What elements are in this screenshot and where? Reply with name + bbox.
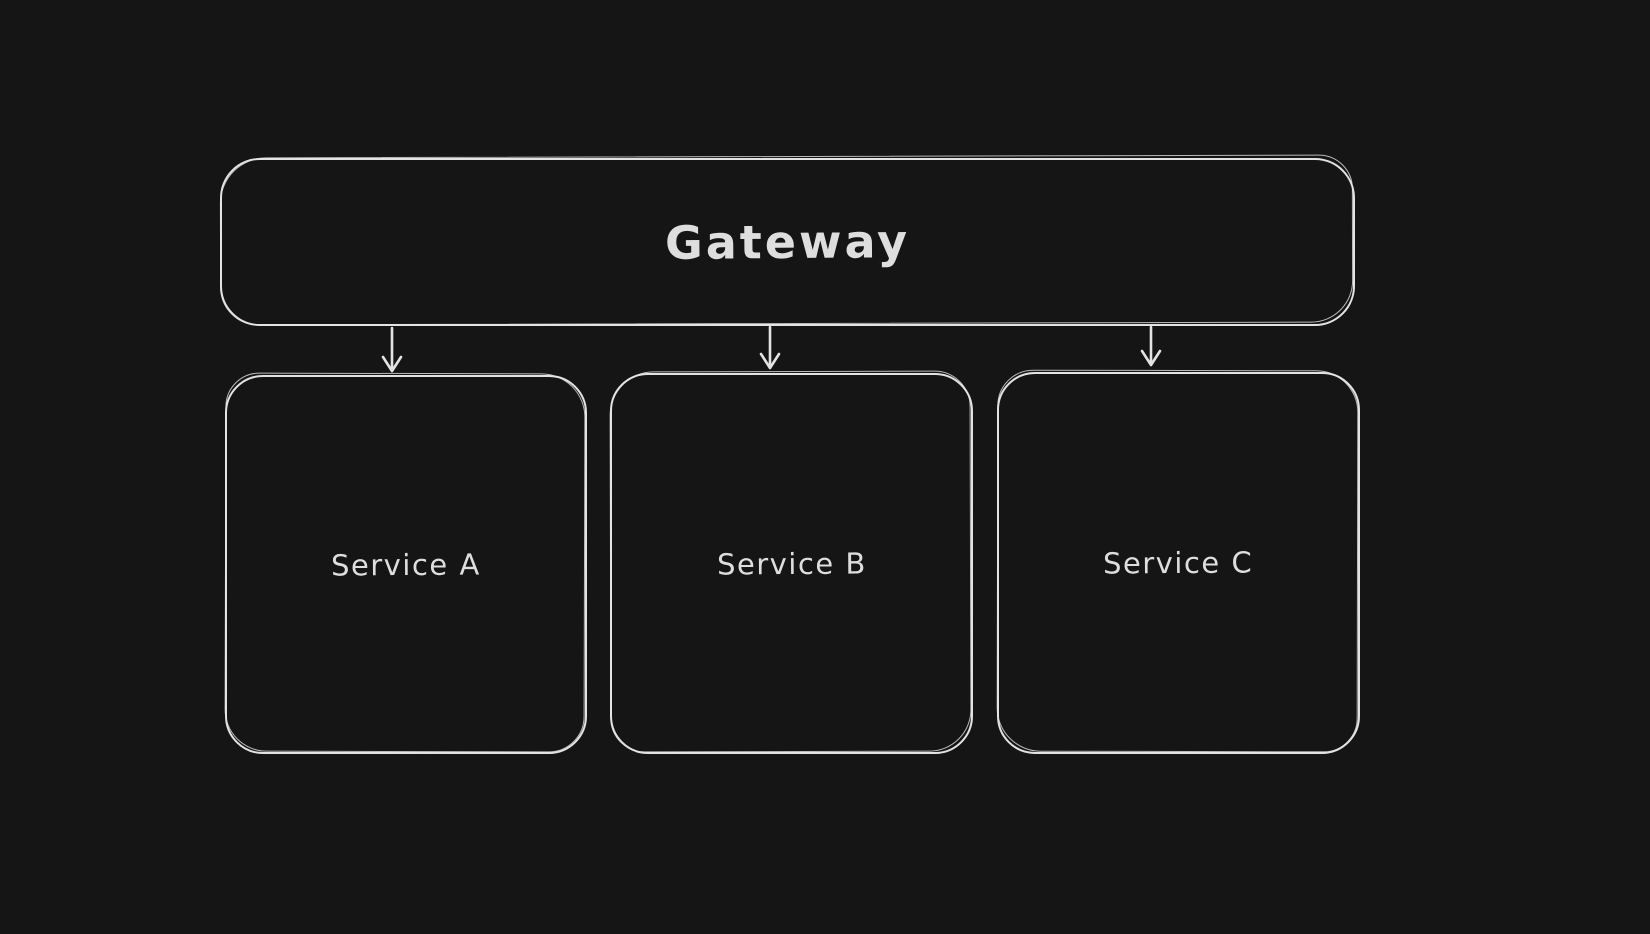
- arrow-gateway-to-service-c: [1140, 325, 1162, 367]
- node-gateway-label: Gateway: [664, 214, 911, 270]
- node-service-a: Service A: [225, 375, 587, 754]
- node-service-b: Service B: [610, 373, 973, 754]
- node-service-c: Service C: [997, 372, 1360, 754]
- node-gateway: Gateway: [220, 158, 1355, 326]
- node-service-c-label: Service C: [1103, 545, 1254, 581]
- arrow-gateway-to-service-a: [381, 326, 403, 373]
- node-service-b-label: Service B: [716, 545, 867, 582]
- arrow-gateway-to-service-b: [759, 325, 781, 370]
- node-service-a-label: Service A: [331, 546, 481, 583]
